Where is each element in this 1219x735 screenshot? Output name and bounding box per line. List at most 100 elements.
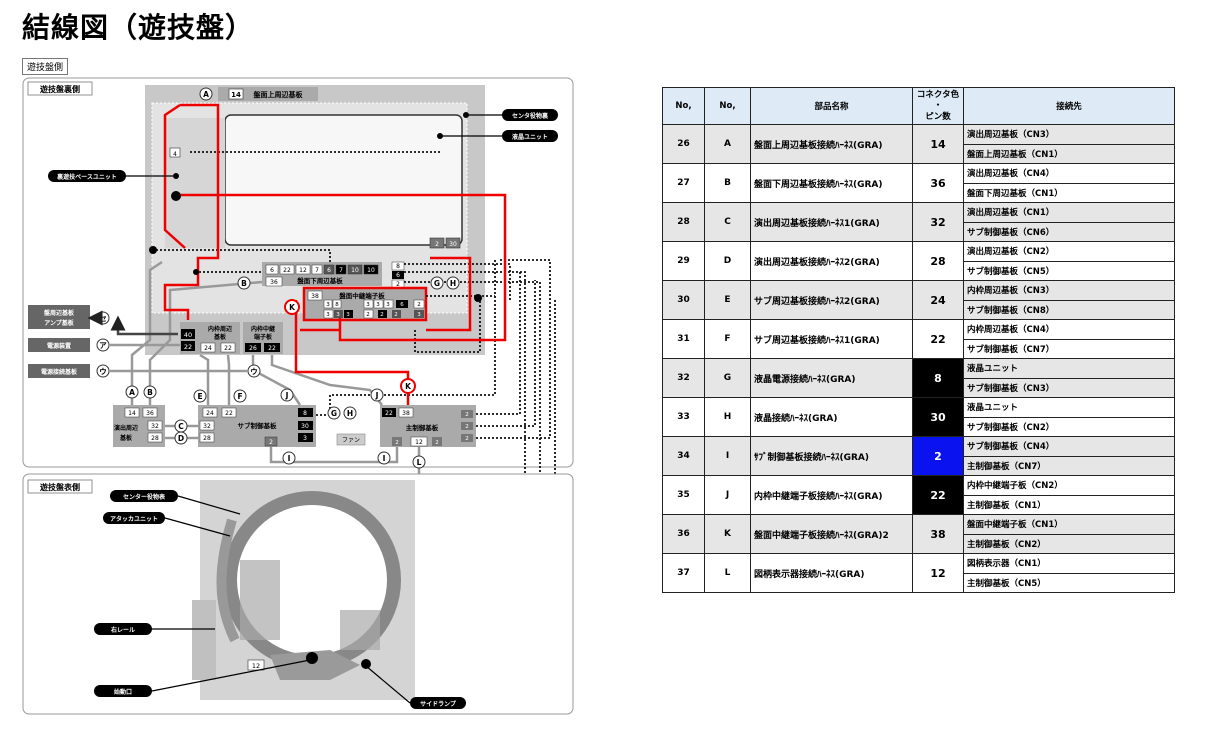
cell-pins: 8 (912, 358, 964, 398)
back-panel-label: 遊技盤裏側 (40, 84, 80, 94)
board-strip-left (165, 118, 225, 248)
svg-text:K: K (289, 303, 296, 312)
table-row: サブ制御基板（CN3） (663, 377, 1175, 398)
cell-dest-1: 盤面中継端子板（CN1） (963, 514, 1175, 535)
svg-text:アタッカユニット: アタッカユニット (110, 515, 158, 523)
svg-text:サイドランプ: サイドランプ (420, 700, 457, 708)
cell-dest-2: 盤面下周辺基板（CN1） (963, 182, 1175, 203)
cell-pins: 24 (912, 280, 964, 320)
cell-part-name: 盤面上周辺基板接続ﾊｰﾈｽ(GRA) (750, 124, 913, 164)
svg-text:3: 3 (386, 302, 390, 308)
cell-id: F (704, 319, 751, 359)
svg-text:H: H (347, 409, 353, 418)
svg-text:B: B (241, 279, 247, 288)
pin-main-2e: 2 (435, 440, 439, 446)
svg-text:3: 3 (366, 302, 370, 308)
inner-frame-label-1: 内枠周辺 (208, 325, 232, 333)
pin-lower-36: 36 (270, 279, 278, 286)
cell-no: 32 (662, 358, 705, 398)
svg-text:I: I (383, 454, 386, 463)
svg-text:ウ: ウ (99, 367, 107, 376)
cell-part-name: サブ周辺基板接続ﾊｰﾈｽ2(GRA) (750, 280, 913, 320)
cell-id: A (704, 124, 751, 164)
table-row: 主制御基板（CN7） (663, 455, 1175, 476)
cell-dest-2: サブ制御基板（CN7） (963, 338, 1175, 359)
cell-part-name: 内枠中継端子板接続ﾊｰﾈｽ(GRA) (750, 475, 913, 515)
right-stack-pins: 8 6 2 (391, 261, 405, 289)
table-row: サブ制御基板（CN6） (663, 221, 1175, 242)
cell-no: 26 (662, 124, 705, 164)
cell-dest-2: 盤面上周辺基板（CN1） (963, 143, 1175, 164)
cell-pins: 28 (912, 241, 964, 281)
svg-text:F: F (237, 392, 242, 401)
pin-inner-22c: 22 (268, 345, 276, 352)
cell-dest-2: 主制御基板（CN1） (963, 494, 1175, 515)
cell-pins: 30 (912, 397, 964, 437)
cell-dest-2: 主制御基板（CN7） (963, 455, 1175, 476)
svg-text:右レール: 右レール (110, 626, 135, 634)
cell-part-name: 演出周辺基板接続ﾊｰﾈｽ2(GRA) (750, 241, 913, 281)
svg-text:電源装置: 電源装置 (47, 342, 71, 350)
inner-relay-label-1: 内枠中継 (251, 325, 275, 333)
dark-harness-lines (110, 315, 178, 336)
pin-sub-8: 8 (303, 410, 307, 417)
pin-sub-3: 3 (303, 435, 307, 442)
pin-main-12: 12 (415, 439, 423, 446)
back-callouts: センタ役物裏 液晶ユニット 裏遊技ベースユニット (48, 109, 558, 302)
front-callouts: センター役物表 アタッカユニット 右レール 始動口 サイドランプ (94, 490, 466, 709)
table-header-row: No, No, 部品名称 コネクタ色・ピン数 接続先 (662, 87, 1175, 125)
pin-front-12: 12 (252, 662, 260, 670)
pin-left-4: 4 (173, 151, 177, 158)
front-panel-label: 遊技盤表側 (40, 482, 80, 492)
svg-text:センタ役物裏: センタ役物裏 (512, 112, 549, 120)
pin-main-2c: 2 (465, 436, 469, 442)
svg-text:2: 2 (380, 312, 384, 318)
svg-text:電源接続基板: 電源接続基板 (41, 368, 78, 376)
front-board-illustration: 12 (192, 480, 415, 700)
cell-dest-1: 演出周辺基板（CN2） (963, 241, 1175, 262)
cell-no: 28 (662, 202, 705, 242)
header-no-2: No, (704, 87, 751, 125)
cell-part-name: 盤面中継端子板接続ﾊｰﾈｽ(GRA)2 (750, 514, 913, 554)
svg-text:液晶ユニット: 液晶ユニット (512, 133, 548, 141)
cell-id: I (704, 436, 751, 476)
svg-text:始動口: 始動口 (114, 688, 132, 696)
cell-pins: 32 (912, 202, 964, 242)
cell-id: B (704, 163, 751, 203)
svg-text:2: 2 (417, 302, 421, 308)
cell-dest-2: サブ制御基板（CN5） (963, 260, 1175, 281)
cell-id: C (704, 202, 751, 242)
pin-main-22: 22 (385, 410, 393, 417)
cell-dest-2: サブ制御基板（CN3） (963, 377, 1175, 398)
svg-text:センター役物表: センター役物表 (123, 493, 166, 501)
svg-text:8: 8 (335, 302, 339, 308)
cell-no: 36 (662, 514, 705, 554)
pin-upper-a: 14 (231, 91, 241, 99)
inner-relay-label-2: 端子板 (254, 333, 273, 341)
fan-label: ファン (342, 437, 360, 444)
cell-pins: 22 (912, 319, 964, 359)
svg-text:アンプ基板: アンプ基板 (44, 319, 75, 327)
pin-inner-40: 40 (184, 331, 192, 339)
pin-inner-22b: 22 (224, 345, 232, 352)
cell-id: D (704, 241, 751, 281)
svg-text:2: 2 (366, 312, 370, 318)
wiring-diagram: 遊技盤裏側 14 盤面上周辺基板 4 2 30 6 22 12 7 6 7 10… (22, 77, 574, 715)
cell-part-name: 演出周辺基板接続ﾊｰﾈｽ1(GRA) (750, 202, 913, 242)
cell-dest-2: 主制御基板（CN5） (963, 572, 1175, 593)
pin-main-2a: 2 (465, 412, 469, 418)
svg-text:裏遊技ベースユニット: 裏遊技ベースユニット (56, 173, 117, 181)
header-destination: 接続先 (963, 87, 1175, 125)
svg-text:H: H (450, 279, 456, 288)
svg-text:22: 22 (283, 267, 291, 274)
cell-part-name: 液晶電源接続ﾊｰﾈｽ(GRA) (750, 358, 913, 398)
cell-part-name: サブ周辺基板接続ﾊｰﾈｽ1(GRA) (750, 319, 913, 359)
cell-no: 34 (662, 436, 705, 476)
lcd-area (224, 114, 463, 246)
pin-effect-32: 32 (151, 423, 159, 430)
cell-part-name: 液晶接続ﾊｰﾈｽ(GRA) (750, 397, 913, 437)
